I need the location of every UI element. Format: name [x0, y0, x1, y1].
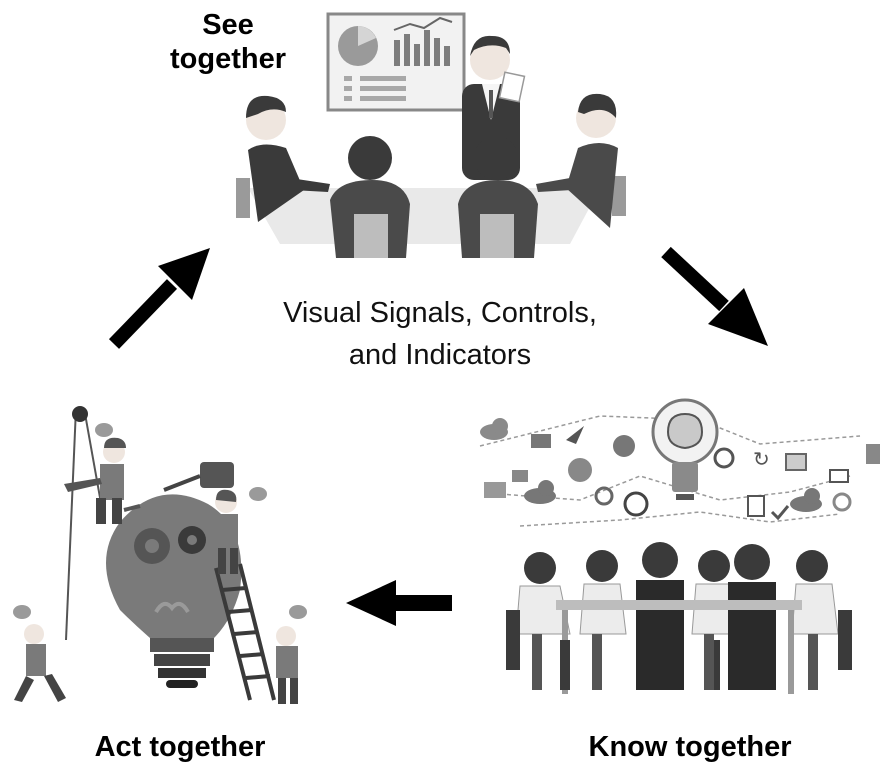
pulley-icon [72, 406, 88, 422]
chat-icon [512, 470, 528, 482]
cloud-icon [480, 418, 508, 440]
arrow-see-to-know [661, 246, 768, 346]
team-knowledge-network-illustration: ↻ [479, 398, 880, 694]
calculator-icon [866, 444, 880, 464]
lightbulb-workers-illustration [13, 406, 307, 704]
check-icon [770, 505, 790, 521]
oil-can-icon [200, 462, 234, 488]
clock-icon [623, 491, 649, 517]
worker-pulling-rope [14, 624, 66, 702]
see-together-line1: See [202, 9, 254, 41]
center-caption-line1: Visual Signals, Controls, [283, 297, 597, 329]
record-icon [613, 435, 635, 457]
center-caption-line2: and Indicators [348, 339, 532, 371]
speech-bubble-icon-3 [249, 487, 267, 501]
cloud-icon-3 [790, 488, 822, 512]
paper-plane-icon [566, 426, 584, 444]
users-icon [568, 458, 592, 482]
speech-bubble-icon-4 [289, 605, 307, 619]
meeting-presentation-illustration [236, 12, 626, 258]
presentation-board [326, 12, 466, 112]
cloud-icon-2 [524, 480, 556, 504]
worker-on-ladder [215, 489, 238, 574]
attendee-back-left [330, 136, 410, 258]
search-icon [713, 447, 735, 469]
brain-lightbulb-icon [651, 398, 719, 500]
see-together-line2: together [170, 43, 286, 75]
attendee-back-right [458, 136, 538, 258]
big-lightbulb [106, 494, 242, 688]
arrow-act-to-see [108, 248, 210, 349]
gear-icon-2 [832, 492, 852, 512]
speech-bubble-icon-2 [13, 605, 31, 619]
worker-pushing [276, 626, 298, 704]
know-together-label: Know together [588, 731, 792, 763]
act-together-label: Act together [94, 731, 266, 763]
bar-chart-icon [394, 30, 450, 66]
window-icon [785, 453, 807, 471]
see-together-label: See together [158, 8, 298, 76]
gear-icon [594, 486, 614, 506]
clipboard-icon [747, 495, 765, 517]
worker-with-wrench [64, 437, 141, 524]
team-meeting-table [506, 542, 852, 694]
center-caption: Visual Signals, Controls, and Indicators [230, 292, 650, 376]
arrow-know-to-act [346, 580, 452, 626]
laptop-icon [829, 469, 849, 483]
ladder [214, 563, 276, 701]
attendee-right [536, 93, 626, 228]
speech-bubble-icon [95, 423, 113, 437]
refresh-icon: ↻ [753, 447, 770, 471]
image-icon [484, 482, 506, 498]
attendee-left [236, 95, 330, 222]
mail-icon [531, 434, 551, 448]
